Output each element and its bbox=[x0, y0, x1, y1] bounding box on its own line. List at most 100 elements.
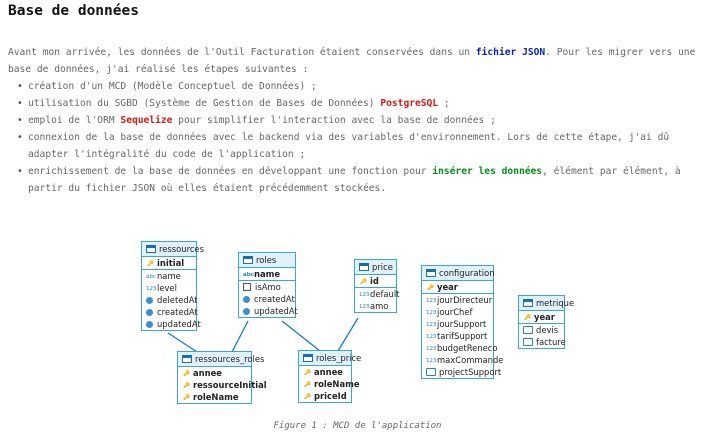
table-header: roles_price bbox=[299, 351, 361, 366]
column-name: deletedAt bbox=[157, 295, 198, 305]
table-icon bbox=[303, 354, 313, 362]
table-header: metrique bbox=[519, 296, 574, 311]
column-name: annee bbox=[314, 367, 343, 377]
table-icon bbox=[182, 355, 192, 363]
column-name: createdAt bbox=[254, 294, 295, 304]
intro-text-end: . Pour les migrer vers une base de donné… bbox=[8, 47, 696, 75]
page-title: Base de données bbox=[8, 3, 139, 19]
column-row: isAmo bbox=[239, 281, 295, 293]
column-row: 123tarifSupport bbox=[422, 330, 493, 342]
column-row: 123jourChef bbox=[422, 306, 493, 318]
column-row: updatedAt bbox=[239, 305, 298, 317]
highlight-postgresql: PostgreSQL bbox=[380, 98, 439, 109]
table-name: price bbox=[372, 262, 393, 272]
boolean-type-icon bbox=[243, 283, 251, 291]
primary-key-row: 🔑id bbox=[355, 275, 396, 288]
column-row: projectSupport bbox=[422, 366, 501, 378]
column-name: initial bbox=[157, 258, 185, 268]
table-price[interactable]: price 🔑id 123default 123amo bbox=[354, 259, 400, 313]
table-ressources[interactable]: ressources 🔑initial abcname 123level del… bbox=[141, 241, 204, 331]
date-type-icon bbox=[243, 308, 250, 315]
column-row: updatedAt bbox=[142, 318, 201, 330]
table-header: price bbox=[355, 260, 396, 275]
column-name: amo bbox=[370, 301, 389, 311]
table-metrique[interactable]: metrique 🔑year devis facture bbox=[518, 295, 574, 349]
column-row: 123jourDirecteur bbox=[422, 294, 493, 306]
column-name: projectSupport bbox=[439, 367, 502, 377]
column-name: devis bbox=[536, 325, 559, 335]
key-icon: 🔑 bbox=[304, 382, 311, 388]
number-type-icon: 123 bbox=[426, 346, 437, 352]
column-name: jourSupport bbox=[437, 319, 487, 329]
primary-key-row: abcname bbox=[239, 268, 295, 281]
column-row: abcname bbox=[142, 270, 196, 282]
column-name: id bbox=[370, 276, 379, 286]
list-item-text: connexion de la base de données avec le … bbox=[28, 132, 670, 160]
column-name: tarifSupport bbox=[437, 331, 488, 341]
table-configuration[interactable]: configuration 🔑year 123jourDirecteur 123… bbox=[421, 265, 503, 379]
number-type-icon: 123 bbox=[426, 358, 437, 364]
column-name: budgetReneco bbox=[437, 343, 498, 353]
list-item: utilisation du SGBD (Système de Gestion … bbox=[17, 95, 708, 112]
column-name: roleName bbox=[193, 392, 239, 402]
table-roles[interactable]: roles abcname isAmo createdAt updatedAt bbox=[238, 252, 298, 318]
table-name: roles_price bbox=[316, 353, 362, 363]
list-item: création d'un MCD (Modèle Conceptuel de … bbox=[17, 78, 708, 95]
link-type-icon bbox=[426, 368, 436, 376]
key-icon: 🔑 bbox=[427, 285, 434, 291]
column-row: 123default bbox=[355, 288, 400, 300]
primary-key-row: 🔑year bbox=[519, 311, 564, 324]
table-name: ressources bbox=[159, 244, 204, 254]
key-row: 🔑ressourceInitial bbox=[178, 379, 267, 391]
intro-section: Avant mon arrivée, les données de l'Outi… bbox=[8, 44, 708, 197]
list-item-text: ; bbox=[438, 98, 450, 109]
table-name: ressources_roles bbox=[195, 354, 265, 364]
list-item: connexion de la base de données avec le … bbox=[17, 129, 708, 163]
key-row: 🔑roleName bbox=[178, 391, 251, 403]
column-name: updatedAt bbox=[157, 319, 201, 329]
figure-caption: Figure 1 : MCD de l'application bbox=[273, 421, 442, 431]
column-row: facture bbox=[519, 336, 566, 348]
table-name: configuration bbox=[439, 268, 495, 278]
column-name: facture bbox=[536, 337, 566, 347]
column-row: devis bbox=[519, 324, 564, 336]
highlight-sequelize: Sequelize bbox=[120, 115, 173, 126]
table-header: ressources bbox=[142, 242, 204, 257]
list-item-text: utilisation du SGBD (Système de Gestion … bbox=[28, 98, 381, 109]
key-icon: 🔑 bbox=[360, 279, 367, 285]
key-icon: 🔑 bbox=[183, 383, 190, 389]
table-icon bbox=[426, 269, 436, 277]
key-icon: 🔑 bbox=[524, 315, 531, 321]
column-name: default bbox=[370, 289, 400, 299]
table-icon bbox=[243, 256, 253, 264]
table-roles-price[interactable]: roles_price 🔑annee 🔑roleName 🔑priceId bbox=[298, 350, 361, 403]
column-row: 123jourSupport bbox=[422, 318, 493, 330]
column-row: 123budgetReneco bbox=[422, 342, 497, 354]
highlight-inserer: insérer les données bbox=[432, 166, 543, 177]
table-ressources-roles[interactable]: ressources_roles 🔑annee 🔑ressourceInitia… bbox=[177, 351, 267, 404]
date-type-icon bbox=[146, 321, 153, 328]
number-type-icon: 123 bbox=[426, 298, 437, 304]
column-name: year bbox=[534, 312, 555, 322]
column-name: year bbox=[437, 282, 458, 292]
list-item: enrichissement de la base de données en … bbox=[17, 163, 708, 197]
date-type-icon bbox=[146, 309, 153, 316]
column-row: 123amo bbox=[355, 300, 396, 312]
key-icon: 🔑 bbox=[147, 261, 154, 267]
table-header: roles bbox=[239, 253, 295, 268]
number-type-icon: 123 bbox=[146, 286, 157, 292]
number-type-icon: 123 bbox=[426, 310, 437, 316]
key-row: 🔑priceId bbox=[299, 390, 351, 402]
column-name: jourDirecteur bbox=[437, 295, 493, 305]
text-type-icon: abc bbox=[146, 274, 156, 280]
table-name: roles bbox=[256, 255, 277, 265]
column-name: name bbox=[254, 269, 281, 279]
date-type-icon bbox=[146, 297, 153, 304]
table-icon bbox=[523, 299, 533, 307]
column-name: maxCommande bbox=[437, 355, 504, 365]
list-item-text: enrichissement de la base de données en … bbox=[28, 166, 433, 177]
key-row: 🔑roleName bbox=[299, 378, 359, 390]
table-icon bbox=[359, 263, 369, 271]
column-row: deletedAt bbox=[142, 294, 198, 306]
